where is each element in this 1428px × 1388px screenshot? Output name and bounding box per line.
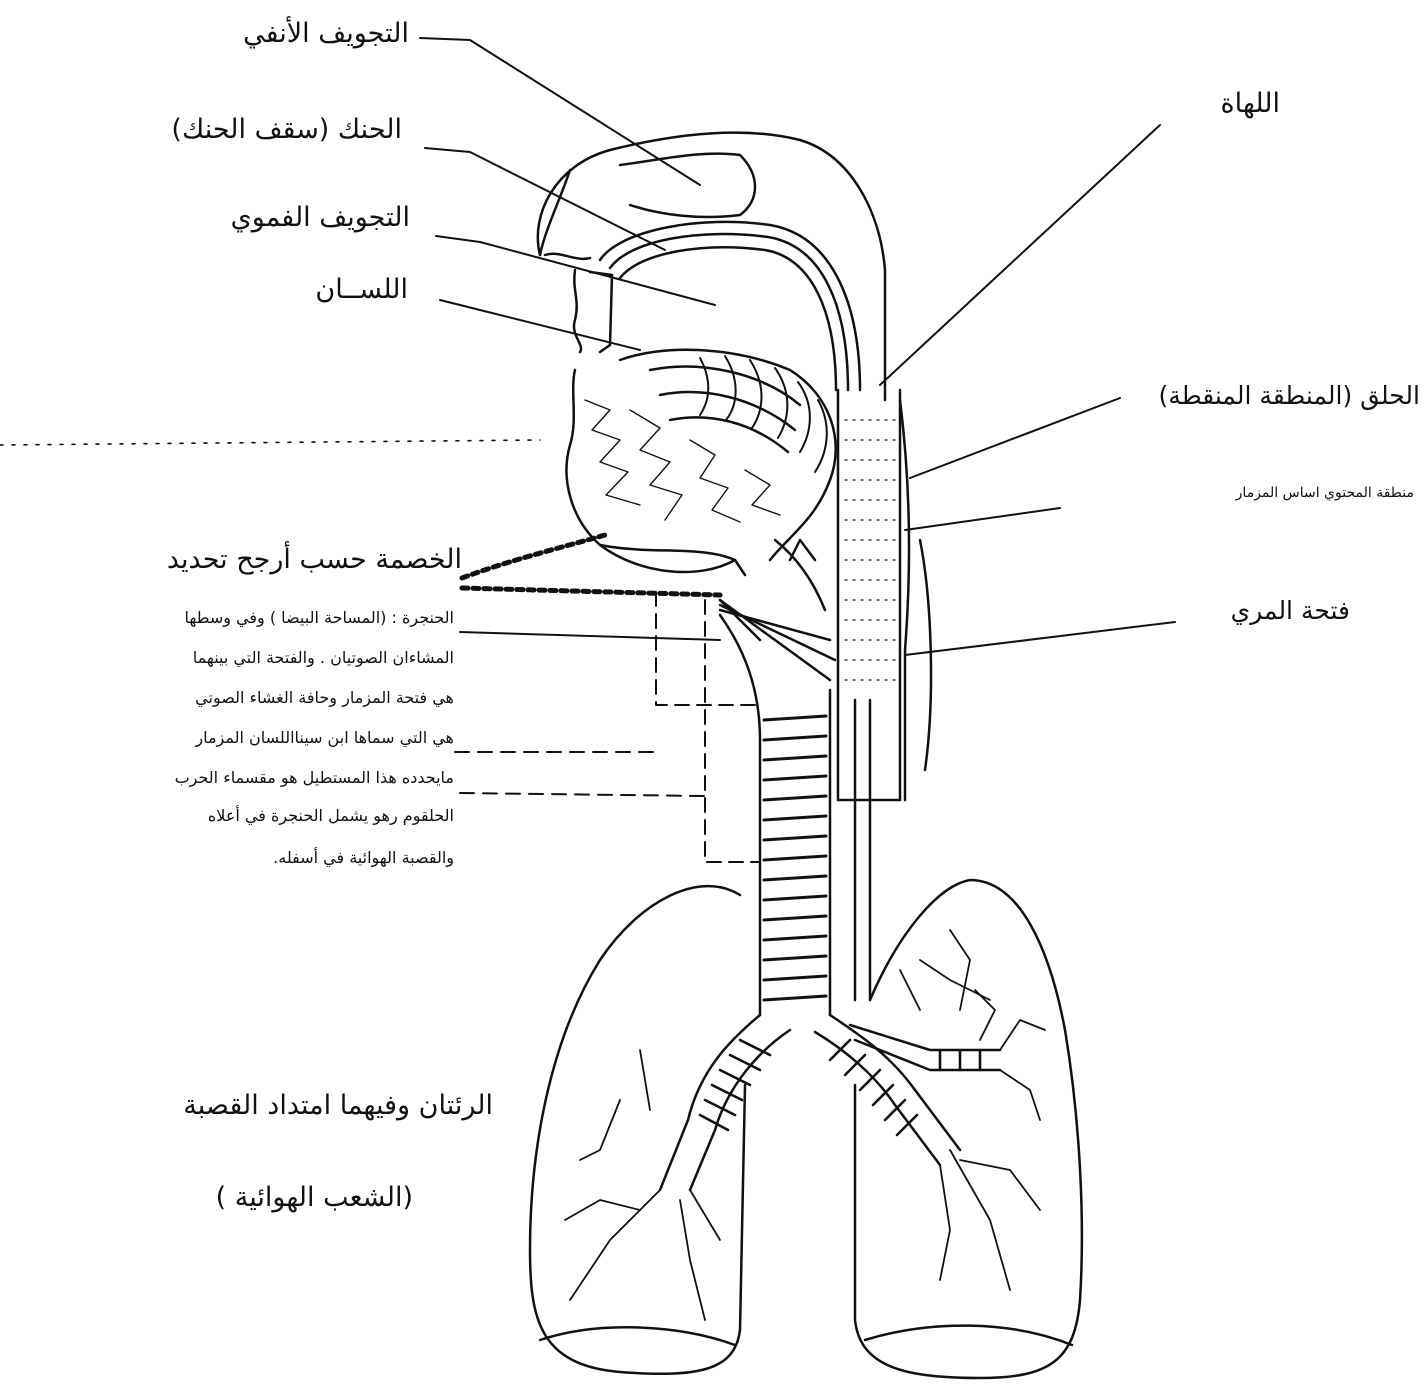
label-uvula: اللهاة	[1221, 90, 1280, 117]
lungs-caption-line1: الرئتان وفيهما امتداد القصبة	[183, 1090, 493, 1121]
vocal-folds	[720, 600, 835, 680]
larynx-note-line: الحلقوم رهو يشمل الحنجرة في أعلاه	[208, 800, 454, 831]
waist-dotted-line	[462, 535, 720, 595]
right-lung	[855, 880, 1082, 1378]
label-pharynx: الحلق (المنطقة المنقطة)	[1159, 383, 1420, 408]
pharynx-region	[838, 390, 931, 800]
left-lung	[530, 886, 745, 1374]
label-waist-boundary: الخصمة حسب أرجح تحديد	[167, 546, 462, 573]
head-outline	[538, 133, 885, 400]
lungs-caption-line2: (الشعب الهوائية )	[216, 1182, 413, 1213]
nasal-cavity	[620, 154, 755, 217]
larynx-note-line: هي التي سماها ابن سينااللسان المزمار	[195, 722, 454, 753]
lung-branches	[565, 930, 1045, 1320]
larynx-note-line: المشاءان الصوتيان . والفتحة التي بينهما	[193, 642, 454, 673]
boundary-dotted-lines	[0, 440, 540, 445]
trachea	[720, 615, 830, 1015]
larynx-note-line: مايحدده هذا المستطيل هو مقسماء الحرب	[175, 762, 454, 793]
esophagus-tube	[855, 700, 870, 1000]
label-oral-cavity: التجويف الفموي	[231, 204, 410, 231]
label-tongue: اللســان	[315, 276, 408, 303]
larynx-note: الحنجرة : (المساحة البيضا ) وفي وسطها ال…	[4, 602, 454, 902]
label-palate: الحنك (سقف الحنك)	[171, 116, 402, 143]
larynx-note-line: الحنجرة : (المساحة البيضا ) وفي وسطها	[184, 602, 454, 633]
larynx-note-line: هي فتحة المزمار وحافة الغشاء الصوتي	[195, 682, 454, 713]
larynx-box	[656, 592, 760, 862]
nose-mouth-profile	[567, 270, 745, 575]
larynx-note-line: والقصبة الهوائية في أسفله.	[273, 842, 454, 873]
label-epiglottis: منطقة المحتوي اساس المزمار	[1236, 486, 1414, 500]
note-dashed-leaders	[455, 752, 705, 796]
pharynx-dots	[845, 420, 895, 680]
tongue-stripes	[700, 356, 827, 472]
label-nasal-cavity: التجويف الأنفي	[243, 20, 409, 47]
epiglottis-shape	[775, 540, 825, 610]
trachea-rings	[764, 716, 826, 1000]
label-esophagus-opening: فتحة المري	[1231, 598, 1350, 623]
